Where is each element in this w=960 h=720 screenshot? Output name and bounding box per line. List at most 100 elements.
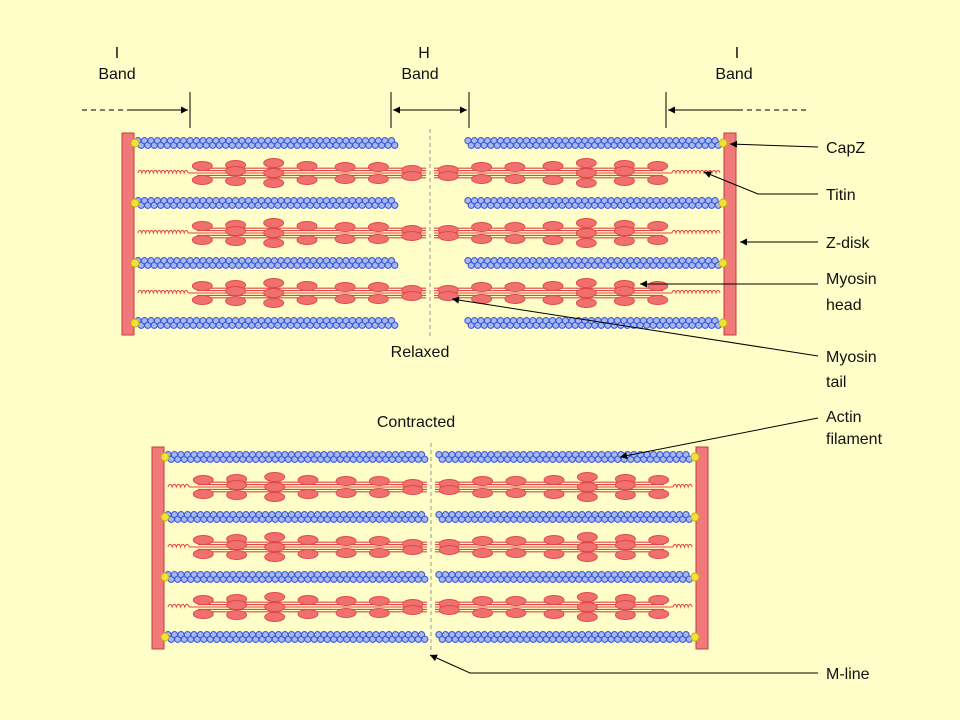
myosin-head <box>367 162 389 172</box>
myosin-head <box>263 228 285 238</box>
myosin-head <box>472 596 494 606</box>
myosin-head <box>401 171 423 181</box>
myosin-thick-filament <box>188 218 426 248</box>
actin-filament <box>435 571 693 583</box>
myosin-head-label-line1: Myosin <box>826 271 877 288</box>
titin-coil <box>672 603 693 609</box>
myosin-head <box>368 608 390 618</box>
myosin-head <box>542 235 564 245</box>
myosin-thick-filament <box>435 532 673 562</box>
myosin-head <box>648 535 670 545</box>
myosin-head <box>471 282 493 292</box>
myosin-head <box>192 595 214 605</box>
myosin-head <box>504 234 526 244</box>
actin-filament <box>435 511 693 523</box>
myosin-head <box>576 532 598 542</box>
myosin-head <box>613 226 635 236</box>
myosin-head <box>226 540 248 550</box>
myosin-head <box>225 176 247 186</box>
myosin-head <box>263 158 285 168</box>
myosin-head <box>575 218 597 228</box>
myosin-head <box>264 542 286 552</box>
myosin-thick-filament <box>435 472 673 502</box>
capz-cap <box>690 632 700 642</box>
myosin-head <box>191 295 213 305</box>
myosin-head <box>472 488 494 498</box>
actin-filament <box>134 317 399 329</box>
myosin-head <box>264 492 286 502</box>
titin-coil <box>137 289 189 295</box>
titin-leader <box>703 171 818 195</box>
myosin-thick-filament <box>188 158 426 188</box>
myosin-head <box>297 609 319 619</box>
myosin-head <box>191 281 213 291</box>
myosin-head <box>576 602 598 612</box>
myosin-head <box>613 286 635 296</box>
capz-cap <box>130 258 140 268</box>
myosin-head <box>367 234 389 244</box>
myosin-head <box>225 226 247 236</box>
myosin-head <box>335 536 357 546</box>
myosin-head <box>543 475 565 485</box>
myosin-thick-filament <box>434 278 672 308</box>
myosin-head <box>648 475 670 485</box>
contracted-label: Contracted <box>377 414 455 431</box>
titin-coil <box>671 169 721 175</box>
h-band-label-line1: H <box>418 45 430 62</box>
myosin-head <box>368 488 390 498</box>
myosin-head <box>335 608 357 618</box>
myosin-head <box>575 228 597 238</box>
actin-filament <box>134 197 399 209</box>
actin-filament <box>164 571 429 583</box>
titin-coil <box>671 229 721 235</box>
myosin-head <box>614 540 636 550</box>
myosin-head <box>263 168 285 178</box>
myosin-head <box>334 162 356 172</box>
capz-cap <box>718 198 728 208</box>
titin-coil <box>167 603 190 609</box>
relaxed-label: Relaxed <box>391 344 450 361</box>
myosin-head <box>402 545 424 555</box>
myosin-head <box>647 221 669 231</box>
myosin-head <box>335 548 357 558</box>
myosin-head <box>504 174 526 184</box>
actin-leader <box>619 417 819 460</box>
myosin-head <box>504 162 526 172</box>
myosin-head <box>297 595 319 605</box>
capz-cap <box>718 318 728 328</box>
myosin-head <box>471 162 493 172</box>
myosin-head <box>334 174 356 184</box>
myosin-head <box>263 288 285 298</box>
myosin-head <box>648 489 670 499</box>
myosin-head <box>296 235 318 245</box>
actin-filament <box>435 451 693 463</box>
myosin-head <box>225 286 247 296</box>
myosin-head <box>401 231 423 241</box>
z-disk-left <box>121 132 135 336</box>
myosin-head <box>263 238 285 248</box>
myosin-head <box>576 612 598 622</box>
myosin-head <box>192 535 214 545</box>
band-arrows <box>82 92 806 128</box>
myosin-head <box>263 278 285 288</box>
myosin-head <box>225 236 247 246</box>
myosin-head <box>614 490 636 500</box>
capz-cap <box>130 138 140 148</box>
myosin-head <box>264 482 286 492</box>
myosin-head <box>367 282 389 292</box>
myosin-head <box>401 291 423 301</box>
myosin-head <box>297 535 319 545</box>
actin-filament <box>435 631 693 643</box>
myosin-head <box>264 612 286 622</box>
i-band-left-label-line1: I <box>115 45 119 62</box>
myosin-thick-filament <box>189 532 427 562</box>
myosin-head <box>472 476 494 486</box>
myosin-head <box>471 234 493 244</box>
myosin-head <box>367 174 389 184</box>
capz-cap <box>718 138 728 148</box>
myosin-head <box>543 595 565 605</box>
myosin-tail-label-line2: tail <box>826 374 846 391</box>
myosin-head <box>575 298 597 308</box>
myosin-head <box>334 222 356 232</box>
capz-cap <box>160 632 170 642</box>
